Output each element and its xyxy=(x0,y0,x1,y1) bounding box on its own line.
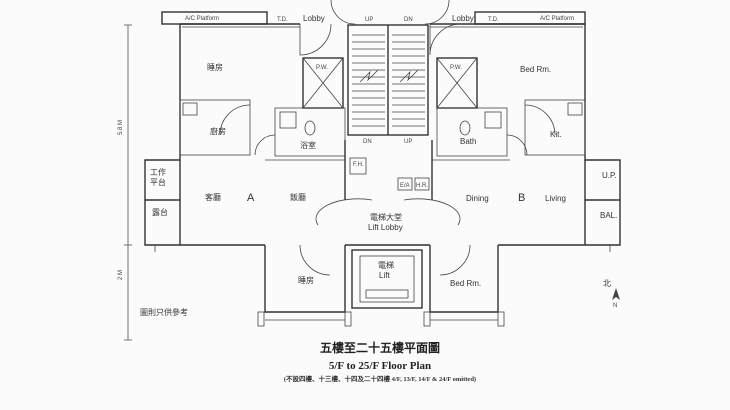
td-label-b: T.D. xyxy=(488,17,499,23)
title-cn: 五樓至二十五樓平面圖 xyxy=(320,340,440,355)
kitchen-a-label: 廚房 xyxy=(210,126,226,136)
flat-b-label: B xyxy=(518,192,525,204)
lobby-label-b: Lobby xyxy=(452,14,474,23)
north-arrow: 北 N xyxy=(603,279,620,309)
title-block: 五樓至二十五樓平面圖 5/F to 25/F Floor Plan (不設四樓、… xyxy=(284,340,476,383)
title-note: (不設四樓、十三樓、十四及二十四樓 4/F, 13/F, 14/F & 24/F… xyxy=(284,374,476,383)
dining-a-label: 飯廳 xyxy=(290,192,306,202)
north-cn-label: 北 xyxy=(603,279,611,288)
pipe-duct-b-label: P.W. xyxy=(450,65,462,71)
north-en-label: N xyxy=(613,303,617,309)
ac-platform-b-label: A/C Platform xyxy=(540,16,574,22)
bath-a-label: 浴室 xyxy=(300,140,316,150)
ac-platform-a-label: A/C Platform xyxy=(185,16,219,22)
bedroom-a2-label: 睡房 xyxy=(298,275,314,285)
bedroom-b-label: Bed Rm. xyxy=(520,65,551,74)
stair-up-label: UP xyxy=(365,17,373,23)
stair-dn-label: DN xyxy=(363,139,372,145)
lobby-label-a: Lobby xyxy=(303,14,325,23)
dining-b-label: Dining xyxy=(466,194,489,203)
living-b-label: Living xyxy=(545,194,566,203)
bedroom-a-label: 睡房 xyxy=(207,62,223,72)
lift-lobby-cn-label: 電梯大堂 xyxy=(370,212,402,222)
living-a-label: 客廳 xyxy=(205,192,221,202)
dimension-lines: 5.8 M 2 M xyxy=(118,24,132,341)
disclaimer-label: 圖則只供參考 xyxy=(140,307,188,317)
kitchen-b-label: Kit. xyxy=(550,130,562,139)
flat-a-label: A xyxy=(247,192,255,204)
room-labels: A/C Platform A/C Platform T.D. T.D. Lobb… xyxy=(140,14,617,317)
utility-platform-a-label-1: 工作 xyxy=(150,167,166,177)
ea-label: E/A xyxy=(400,183,410,189)
dimension-label-5-8m: 5.8 M xyxy=(118,120,124,135)
bath-b-label: Bath xyxy=(460,137,476,146)
utility-platform-a-label-2: 平台 xyxy=(150,177,166,187)
lift-lobby-label: Lift Lobby xyxy=(368,223,403,232)
walls xyxy=(144,0,621,327)
stair-up-label-2: UP xyxy=(404,139,412,145)
td-label-a: T.D. xyxy=(277,17,288,23)
lift-label: Lift xyxy=(379,271,390,280)
hr-label: H.R. xyxy=(416,183,428,189)
dimension-label-2m: 2 M xyxy=(118,270,124,280)
north-arrow-icon xyxy=(612,288,620,300)
pipe-duct-a-label: P.W. xyxy=(316,65,328,71)
bedroom-b2-label: Bed Rm. xyxy=(450,279,481,288)
utility-platform-b-label: U.P. xyxy=(602,171,617,180)
title-en: 5/F to 25/F Floor Plan xyxy=(329,360,431,372)
lift-cn-label: 電梯 xyxy=(378,260,394,270)
balcony-b-label: BAL. xyxy=(600,211,617,220)
stair-down-label: DN xyxy=(404,17,413,23)
balcony-a-label: 露台 xyxy=(152,207,168,217)
fire-hydrant-label: F.H. xyxy=(353,162,364,168)
